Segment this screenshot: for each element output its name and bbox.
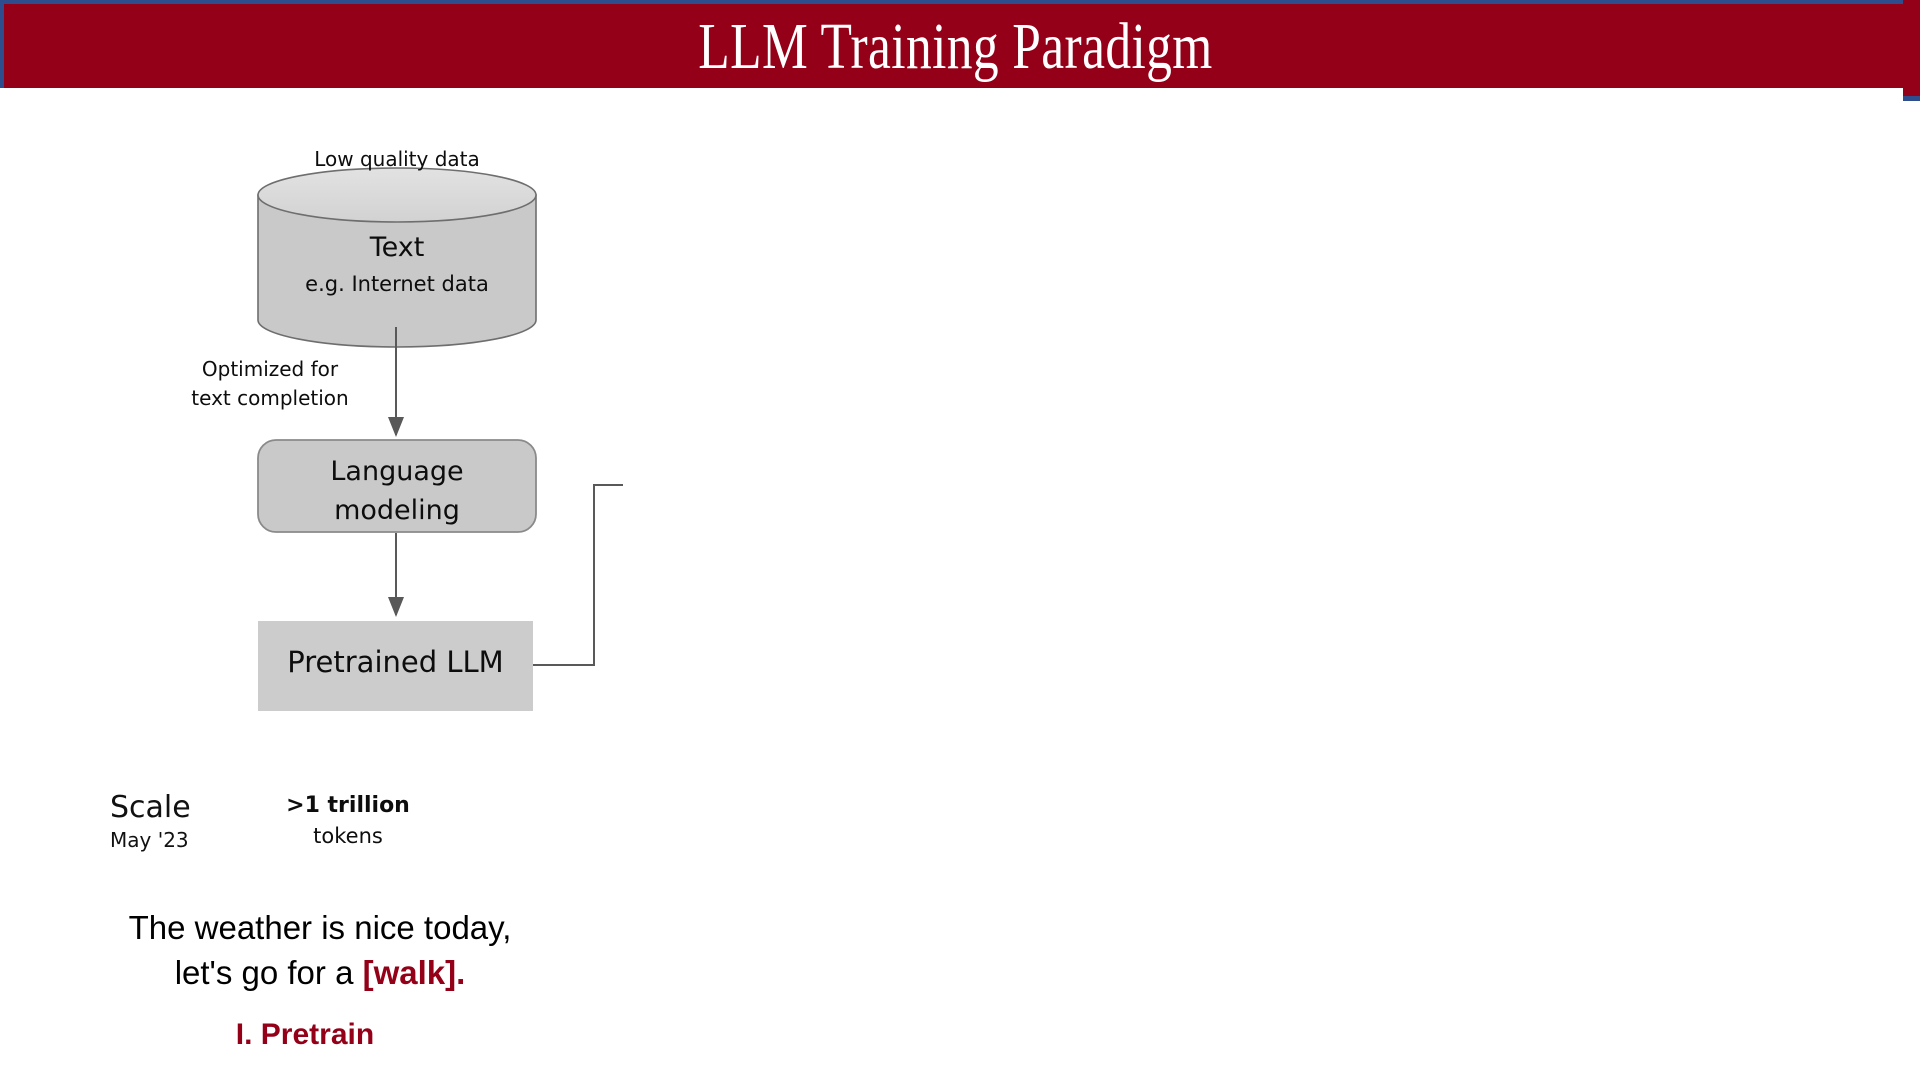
example-line-1: The weather is nice today,	[128, 909, 512, 946]
edge-annotation-line-2: text completion	[191, 386, 349, 410]
example-completion-token: [walk].	[362, 954, 466, 991]
title-banner: LLM Training Paradigm	[0, 0, 1903, 88]
example-line-2-prefix: let's go for a	[174, 954, 363, 991]
source-caption-label: Low quality data	[314, 147, 480, 171]
process-node-label: Language modeling	[258, 452, 536, 530]
process-node-label-line-2: modeling	[334, 495, 460, 526]
edge-output-feedback-connector	[533, 484, 623, 666]
banner-right-tab	[1903, 0, 1920, 96]
edge-annotation: Optimized for text completion	[150, 355, 390, 413]
stage-label: I. Pretrain	[235, 1018, 375, 1051]
example-completion-text: The weather is nice today, let's go for …	[70, 905, 570, 995]
source-node-title: Text	[369, 232, 425, 263]
output-node-label: Pretrained LLM	[287, 645, 504, 679]
edge-annotation-line-1: Optimized for	[201, 357, 339, 381]
source-node-subtitle: e.g. Internet data	[305, 272, 489, 296]
scale-unit: tokens	[313, 824, 383, 848]
scale-heading: Scale	[110, 790, 191, 825]
banner-right-tab-underline	[1903, 96, 1920, 101]
scale-value: >1 trillion	[286, 793, 410, 818]
scale-date: May '23	[110, 828, 189, 852]
process-node-label-line-1: Language	[330, 456, 464, 487]
page-title: LLM Training Paradigm	[698, 10, 1213, 83]
